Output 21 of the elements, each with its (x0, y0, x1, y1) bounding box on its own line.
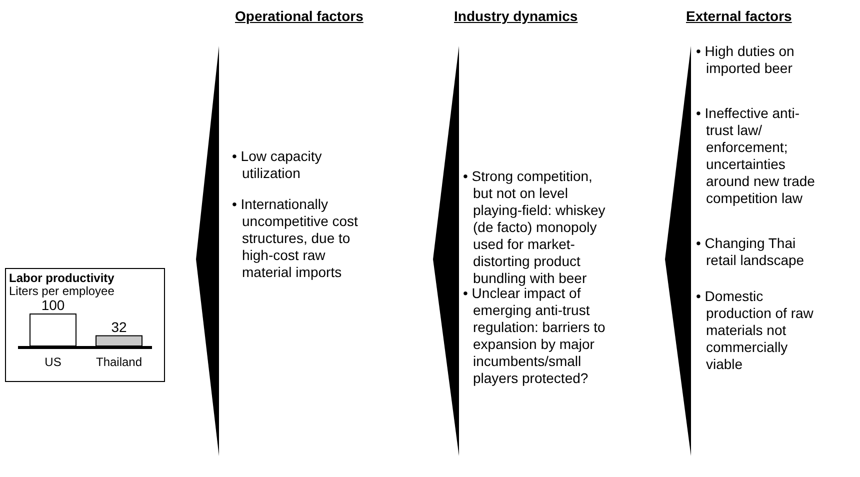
value-label: 32 (111, 318, 127, 335)
chart-title: Labor productivity (9, 271, 114, 285)
bullet-text: • Changing Thai retail landscape (696, 235, 806, 269)
bracket-wedge (433, 46, 459, 456)
bullet-text: • Unclear impact of emerging anti-trust regulation: barriers to expansion by major incumbents/small players protected? (463, 285, 606, 387)
chart-subtitle: Liters per employee (9, 284, 114, 298)
value-label: 100 (41, 297, 65, 313)
column-heading: Operational factors (235, 8, 364, 24)
bullet-text: • Internationally uncompetitive cost structures, due to high-cost raw material imports (232, 196, 359, 281)
column-heading: External factors (686, 8, 792, 24)
bullet-text: • High duties on imported beer (696, 43, 796, 77)
bracket-wedge (665, 46, 691, 456)
bullet-text: • Strong competition, but not on level playing-field: whiskey (de facto) monopoly used for market-distorting product bundling with beer (463, 168, 606, 287)
bullet-text: • Low capacity utilization (232, 148, 323, 182)
bullet-text: • Ineffective anti-trust law/ enforcement; uncertainties around new trade competition law (696, 105, 816, 207)
column-heading: Industry dynamics (454, 8, 578, 24)
category-label: Thailand (96, 355, 142, 369)
chart-card (5, 268, 165, 382)
bracket-wedge (196, 46, 219, 456)
category-label: US (44, 355, 62, 369)
bullet-text: • Domestic production of raw materials not commercially viable (696, 288, 814, 373)
